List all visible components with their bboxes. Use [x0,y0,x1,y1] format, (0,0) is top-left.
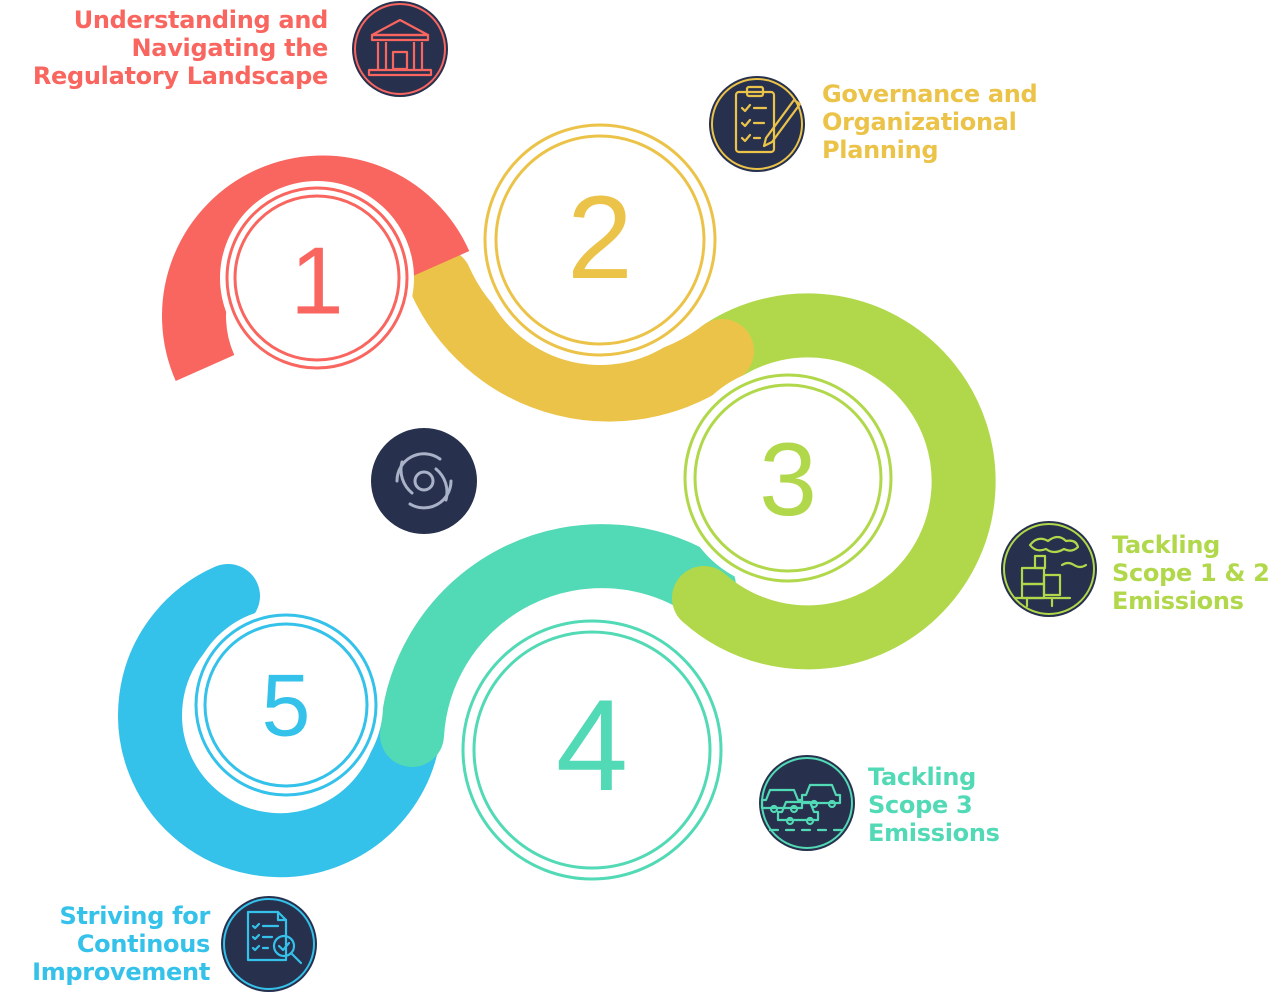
step3-number-circle: 3 [676,366,900,590]
step5-label: Striving for Continous Improvement [32,902,210,986]
step2-number-circle: 2 [475,115,725,365]
document-search-icon [221,896,317,992]
step5-number: 5 [262,656,311,755]
step4-number-circle: 4 [452,610,732,890]
clipboard-checklist-icon [709,76,805,172]
step5-arc [118,564,440,878]
step3-number: 3 [759,422,817,538]
cycle-icon [371,428,477,534]
cars-traffic-icon [759,755,855,851]
step1-label: Understanding and Navigating the Regulat… [32,6,328,90]
step5-number-circle: 5 [189,608,383,802]
step3-arc [672,293,996,670]
step2-label: Governance and Organizational Planning [822,80,1038,164]
step4-label: Tackling Scope 3 Emissions [868,763,1000,847]
factory-emissions-icon [1001,521,1097,617]
step4-number: 4 [556,672,628,818]
courthouse-icon [352,1,448,97]
step2-arc [408,248,754,422]
step3-label: Tackling Scope 1 & 2 Emissions [1112,531,1270,615]
step4-arc [380,524,736,767]
step2-number: 2 [567,172,633,304]
step1-number: 1 [290,228,343,335]
step1-number-circle: 1 [220,181,414,375]
